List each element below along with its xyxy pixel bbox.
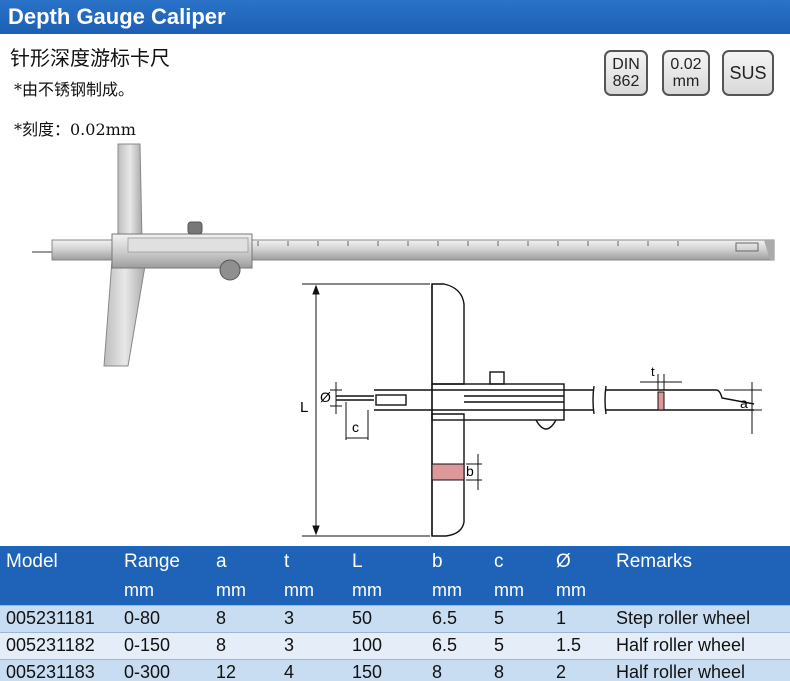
cell-t: 4: [278, 658, 346, 681]
resolution-badge-line2: mm: [672, 73, 700, 90]
unit-range: mm: [124, 580, 154, 601]
cell-a: 8: [210, 631, 278, 659]
header-L: L: [352, 550, 363, 572]
unit-c: mm: [494, 580, 524, 601]
label-t: t: [651, 364, 655, 379]
header-remarks: Remarks: [616, 550, 693, 572]
header-t: t: [284, 550, 290, 572]
header-range: Range: [124, 550, 180, 572]
cell-phi: 2: [550, 658, 610, 681]
table-row: 005231181 0-80 8 3 50 6.5 5 1 Step rolle…: [0, 604, 790, 632]
header-model: Model: [6, 550, 58, 572]
cell-b: 6.5: [426, 631, 488, 659]
label-c: c: [352, 419, 359, 435]
cell-model: 005231182: [0, 631, 118, 659]
cell-model: 005231181: [0, 604, 118, 632]
cell-remarks: Half roller wheel: [610, 658, 790, 681]
cell-L: 100: [346, 631, 426, 659]
table-row: 005231182 0-150 8 3 100 6.5 5 1.5 Half r…: [0, 631, 790, 659]
header-phi: Ø: [556, 550, 571, 572]
cell-c: 5: [488, 631, 550, 659]
caliper-photo: [32, 143, 775, 367]
table-row: 005231183 0-300 12 4 150 8 8 2 Half roll…: [0, 658, 790, 681]
cell-b: 8: [426, 658, 488, 681]
cell-L: 150: [346, 658, 426, 681]
product-title: 针形深度游标卡尺: [10, 46, 170, 70]
label-L: L: [300, 399, 308, 416]
cell-range: 0-80: [118, 604, 210, 632]
table-header-row: Model Range a t L b c Ø Remarks: [0, 546, 790, 577]
header-c: c: [494, 550, 504, 572]
cell-range: 0-300: [118, 658, 210, 681]
unit-L: mm: [352, 580, 382, 601]
cell-b: 6.5: [426, 604, 488, 632]
dimension-drawing: L Ø c b t a: [300, 283, 762, 537]
cell-range: 0-150: [118, 631, 210, 659]
cell-c: 8: [488, 658, 550, 681]
resolution-badge-line1: 0.02: [670, 56, 702, 73]
resolution-badge: 0.02 mm: [662, 50, 710, 96]
material-note: *由不锈钢制成。: [14, 80, 135, 99]
cell-t: 3: [278, 631, 346, 659]
cell-L: 50: [346, 604, 426, 632]
label-a: a: [740, 395, 748, 411]
resolution-note: *刻度：0.02mm: [14, 120, 136, 139]
unit-t: mm: [284, 580, 314, 601]
din-badge-line2: 862: [612, 73, 640, 90]
header-b: b: [432, 550, 443, 572]
label-phi: Ø: [320, 389, 331, 405]
unit-a: mm: [216, 580, 246, 601]
label-b: b: [466, 463, 474, 479]
spec-table: Model Range a t L b c Ø Remarks mm mm mm…: [0, 546, 790, 681]
cell-a: 12: [210, 658, 278, 681]
unit-model: [0, 577, 118, 605]
unit-remarks: [610, 577, 790, 605]
din-badge: DIN 862: [604, 50, 648, 96]
cell-phi: 1: [550, 604, 610, 632]
din-badge-line1: DIN: [612, 56, 640, 73]
cell-remarks: Half roller wheel: [610, 631, 790, 659]
header-a: a: [216, 550, 227, 572]
sus-badge: SUS: [722, 50, 774, 96]
page-title: Depth Gauge Caliper: [0, 0, 790, 34]
cell-model: 005231183: [0, 658, 118, 681]
cell-t: 3: [278, 604, 346, 632]
unit-phi: mm: [556, 580, 586, 601]
unit-b: mm: [432, 580, 462, 601]
sus-badge-text: SUS: [729, 62, 767, 83]
cell-a: 8: [210, 604, 278, 632]
cell-remarks: Step roller wheel: [610, 604, 790, 632]
table-units-row: mm mm mm mm mm mm mm: [0, 577, 790, 605]
cell-phi: 1.5: [550, 631, 610, 659]
cell-c: 5: [488, 604, 550, 632]
